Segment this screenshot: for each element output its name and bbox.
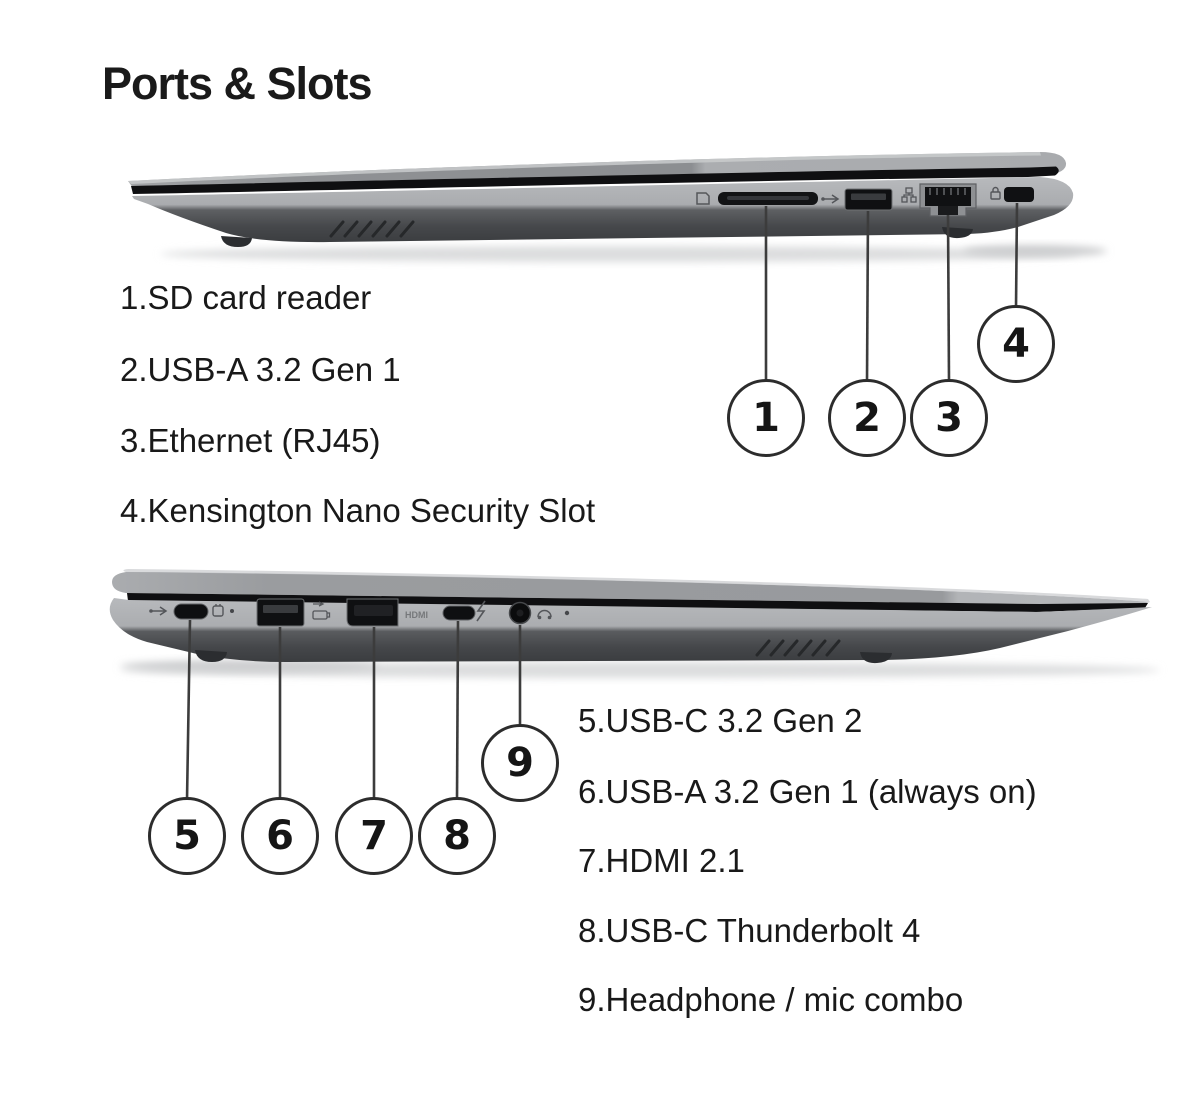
- hinge-gap: [131, 166, 1059, 194]
- callout-line-8: [455, 620, 460, 801]
- vent-grille: [329, 220, 415, 238]
- usb-c-port: [173, 603, 209, 620]
- legend-item-usb-a: 2.USB-A 3.2 Gen 1: [120, 351, 401, 388]
- status-led: [230, 609, 234, 613]
- callout-circle-7: 7: [335, 797, 413, 875]
- legend-item-ethernet: 3.Ethernet (RJ45): [120, 422, 381, 459]
- rubber-foot: [195, 650, 227, 662]
- hinge-gap: [127, 593, 1148, 612]
- sd-card-icon: [696, 192, 710, 205]
- battery-icon: [312, 601, 331, 620]
- sd-card-slot-pins: [727, 196, 809, 200]
- rubber-foot: [942, 227, 973, 239]
- callout-line-5: [185, 619, 192, 801]
- legend-item-kensington: 4.Kensington Nano Security Slot: [120, 492, 596, 529]
- power-icon: [212, 604, 224, 617]
- ethernet-icon: [901, 187, 917, 203]
- vent-grille: [755, 639, 841, 657]
- callout-line-2: [865, 210, 870, 383]
- callout-lines: [185, 202, 1019, 801]
- headphone-jack-pin: [516, 609, 524, 617]
- ethernet-port: [919, 183, 977, 217]
- callout-circle-6: 6: [241, 797, 319, 875]
- legend-item-usb-a-always-on: 6.USB-A 3.2 Gen 1 (always on): [578, 773, 1037, 810]
- callout-circle-5: 5: [148, 797, 226, 875]
- callout-line-4: [1014, 202, 1019, 309]
- lid-top-highlight: [128, 152, 1041, 184]
- usb-a-tongue: [263, 605, 298, 613]
- laptop-left-side-view: HDMI: [109, 569, 1160, 678]
- kensington-slot: [1004, 187, 1034, 202]
- callout-circle-1: 1: [727, 379, 805, 457]
- usb-ss-icon: [821, 194, 840, 204]
- rubber-foot: [221, 236, 252, 247]
- laptop-right-side-view: [128, 152, 1107, 262]
- mic-hole: [564, 610, 570, 616]
- thunderbolt-port: [442, 605, 476, 621]
- thunderbolt-icon: [476, 600, 486, 622]
- hdmi-label: HDMI: [405, 610, 428, 620]
- callout-line-3: [946, 214, 951, 383]
- laptop-shadow: [120, 660, 380, 672]
- rubber-foot: [860, 652, 892, 664]
- headphone-icon: [537, 609, 552, 620]
- legend-item-thunderbolt: 8.USB-C Thunderbolt 4: [578, 912, 921, 949]
- laptop-lid: [112, 572, 1150, 605]
- lid-top-highlight: [123, 569, 1150, 602]
- legend-item-usb-c: 5.USB-C 3.2 Gen 2: [578, 702, 863, 739]
- callout-circle-8: 8: [418, 797, 496, 875]
- usb-a-tongue: [851, 193, 886, 200]
- callout-circle-9: 9: [481, 724, 559, 802]
- legend-item-sd-card-reader: 1.SD card reader: [120, 279, 372, 316]
- callout-circle-2: 2: [828, 379, 906, 457]
- laptop-shadow: [963, 245, 1107, 257]
- legend-item-hdmi: 7.HDMI 2.1: [578, 842, 745, 879]
- hdmi-inner: [354, 605, 393, 616]
- legend-item-headphone: 9.Headphone / mic combo: [578, 981, 964, 1018]
- callout-circle-4: 4: [977, 305, 1055, 383]
- page-title: Ports & Slots: [102, 58, 373, 109]
- lock-icon: [990, 186, 1001, 200]
- callout-circle-3: 3: [910, 379, 988, 457]
- laptop-shadow: [160, 246, 1080, 262]
- usb-ss-icon: [149, 606, 168, 616]
